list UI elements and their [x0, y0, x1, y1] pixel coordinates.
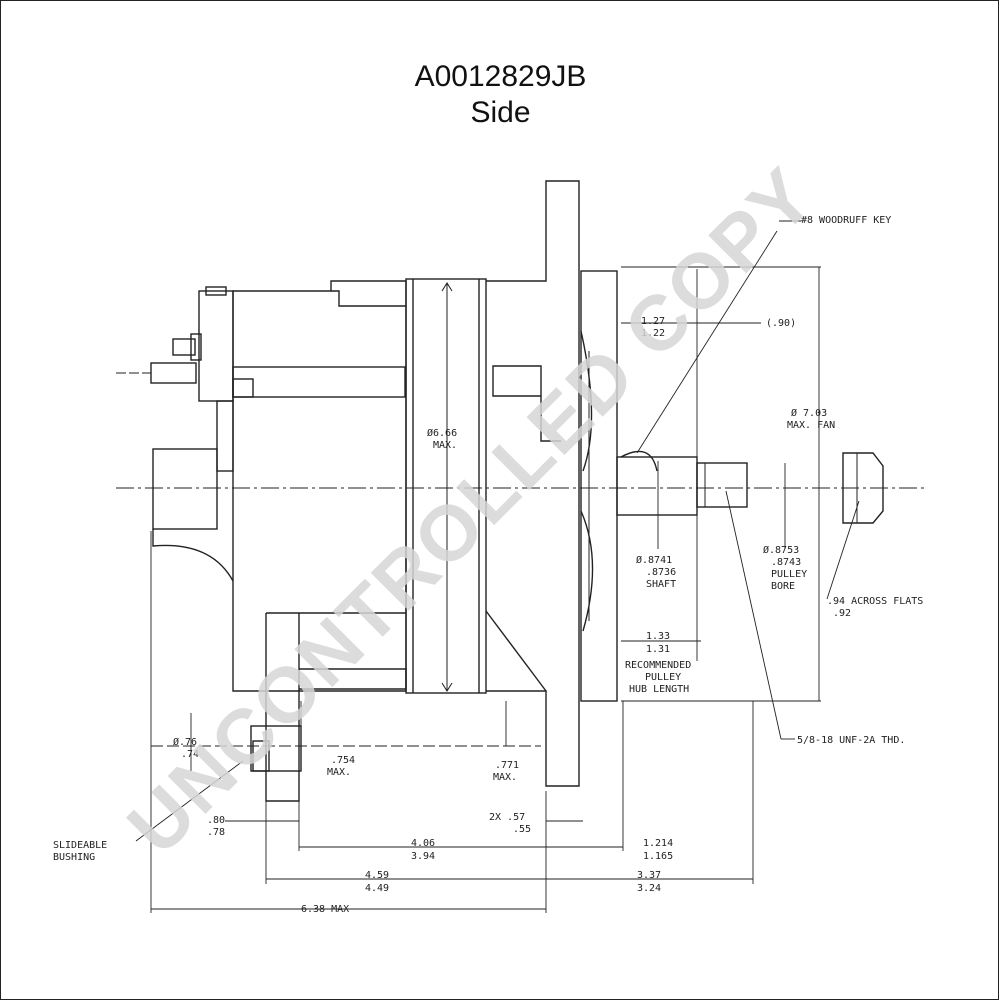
label-4-59: 4.59 — [365, 870, 389, 881]
label-bore-3: PULLEY — [771, 569, 807, 580]
label-shaft-1: Ø.8741 — [636, 554, 672, 566]
label-fan-diameter: Ø 7.03 — [791, 407, 827, 419]
label-2x-55: .55 — [513, 824, 531, 835]
label-bore-4: BORE — [771, 581, 795, 592]
label-fan-max: MAX. FAN — [787, 420, 835, 431]
label-1-27: 1.27 — [641, 316, 665, 327]
label-hub-1: 1.33 — [646, 631, 670, 642]
label-0-76: Ø.76 — [173, 736, 197, 748]
label-bushing-1: SLIDEABLE — [53, 840, 107, 851]
label-3-37: 3.37 — [637, 870, 661, 881]
label-shaft-3: SHAFT — [646, 579, 676, 590]
label-hub-3: RECOMMENDED — [625, 660, 691, 671]
label-1-22: 1.22 — [641, 328, 665, 339]
label-4-06: 4.06 — [411, 838, 435, 849]
label-6-38-max: 6.38 MAX — [301, 904, 349, 915]
view-name: Side — [470, 96, 531, 129]
label-woodruff-key: #8 WOODRUFF KEY — [801, 215, 891, 226]
label-bushing-2: BUSHING — [53, 852, 95, 863]
label-0-80: .80 — [207, 815, 225, 826]
label-hub-5: HUB LENGTH — [629, 684, 689, 695]
label-flats-1: .94 ACROSS FLATS — [827, 596, 923, 607]
label-body-diameter: Ø6.66 — [427, 427, 457, 439]
label-0-78: .78 — [207, 827, 225, 838]
label-hub-2: 1.31 — [646, 644, 670, 655]
label-0-74: .74 — [181, 749, 199, 760]
label-body-max: MAX. — [433, 440, 457, 451]
label-771-max: MAX. — [493, 772, 517, 783]
label-hub-4: PULLEY — [645, 672, 681, 683]
label-bore-1: Ø.8753 — [763, 544, 799, 556]
label-4-49: 4.49 — [365, 883, 389, 894]
label-754-max: MAX. — [327, 767, 351, 778]
label-1-165: 1.165 — [643, 851, 673, 862]
label-0-90: (.90) — [766, 318, 796, 329]
label-3-94: 3.94 — [411, 851, 435, 862]
label-thread: 5/8-18 UNF-2A THD. — [797, 735, 905, 746]
label-shaft-2: .8736 — [646, 567, 676, 578]
label-bore-2: .8743 — [771, 557, 801, 568]
label-flats-2: .92 — [833, 608, 851, 619]
label-3-24: 3.24 — [637, 883, 661, 894]
label-1-214: 1.214 — [643, 838, 673, 849]
label-754: .754 — [331, 755, 355, 766]
label-771: .771 — [495, 760, 519, 771]
part-number: A0012829JB — [414, 60, 587, 93]
label-2x-57: 2X .57 — [489, 812, 525, 823]
title-block: A0012829JB Side — [1, 59, 998, 131]
